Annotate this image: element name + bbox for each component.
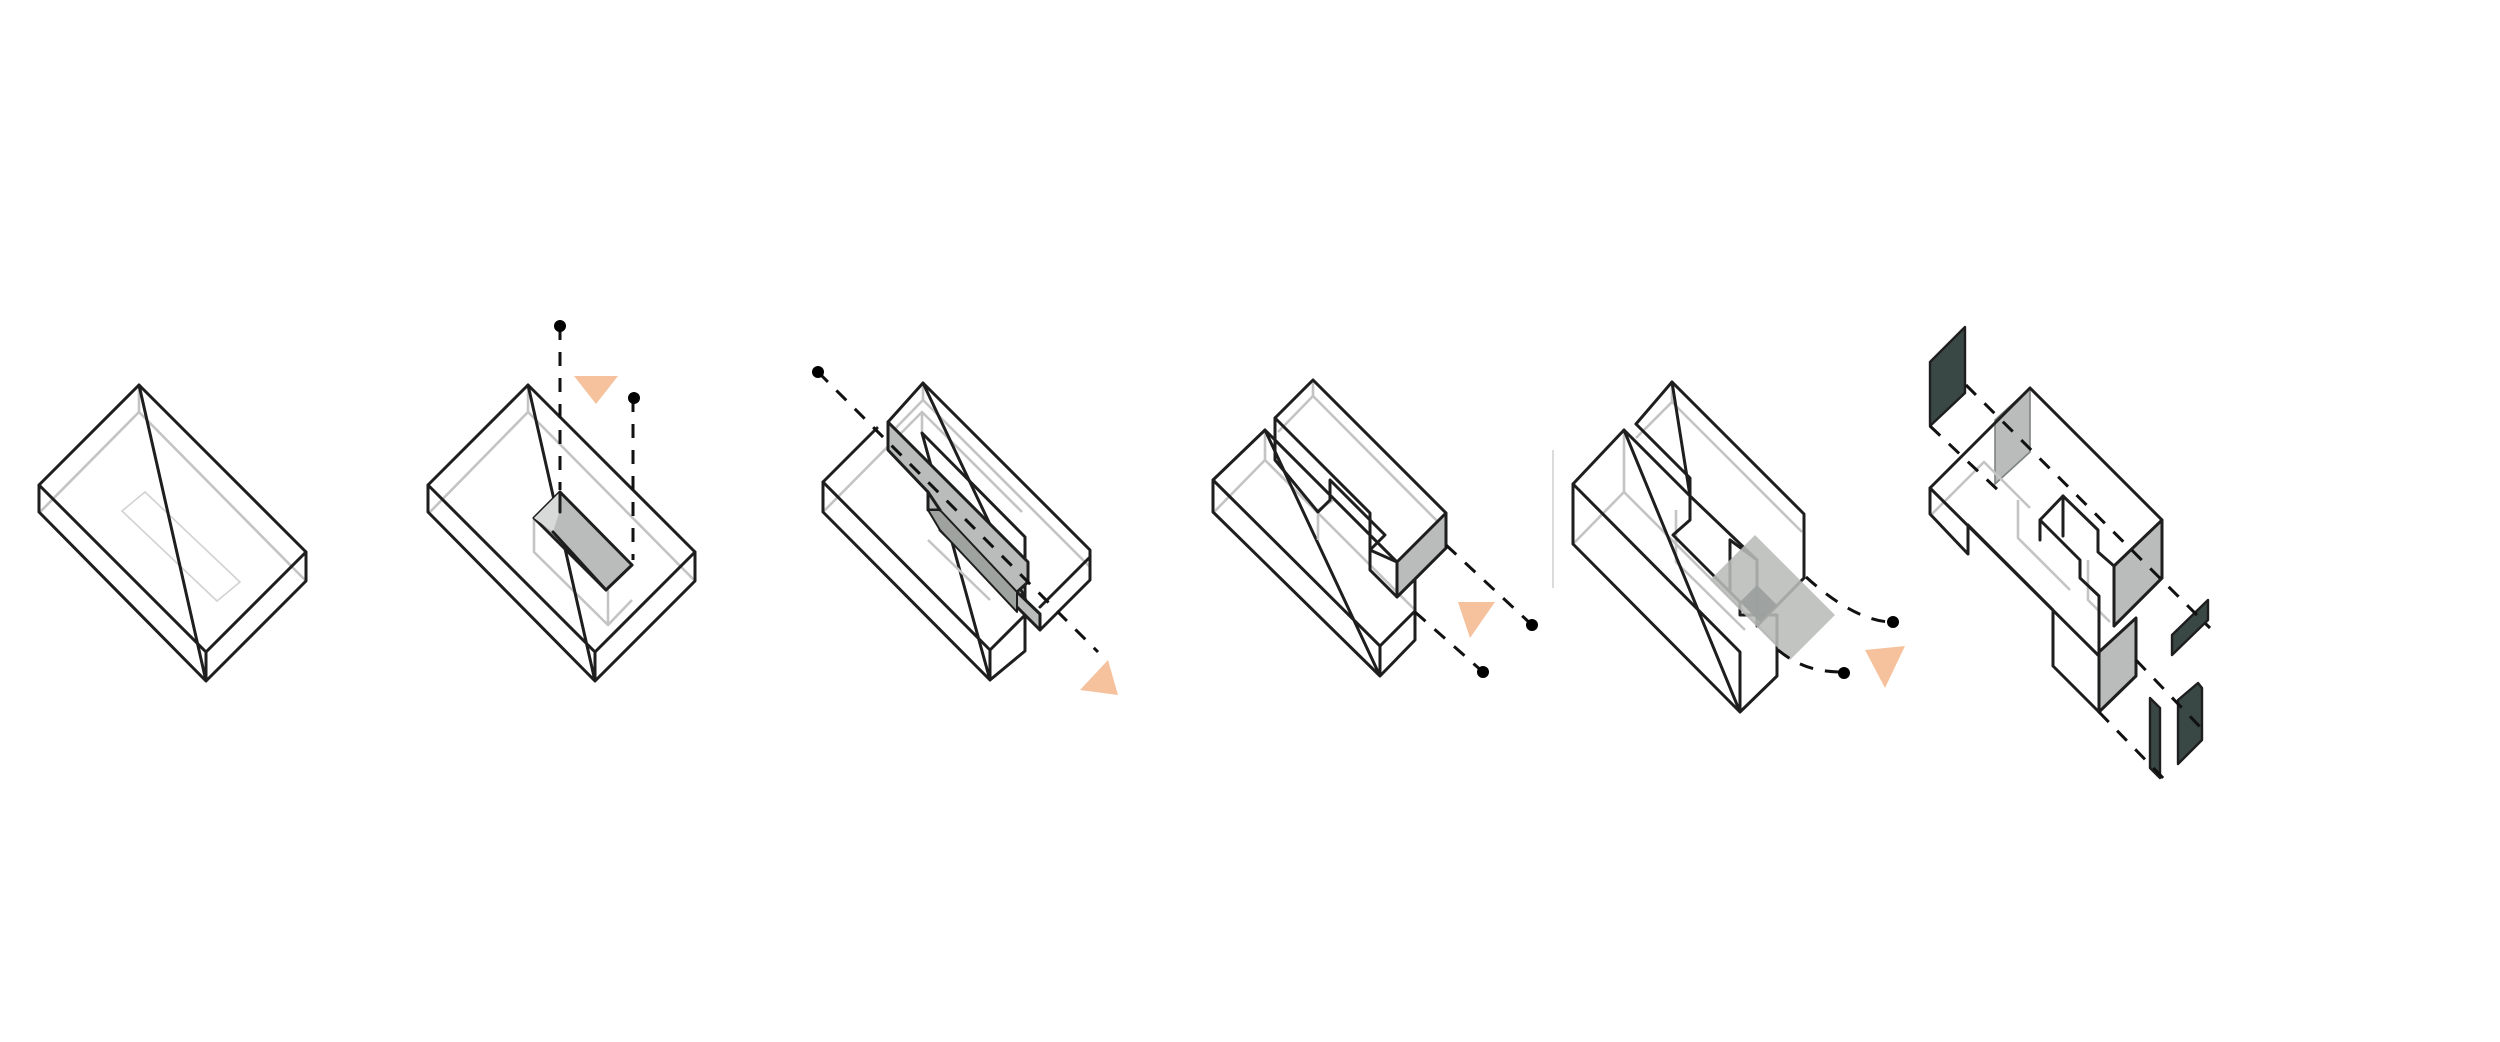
facade-panel-right — [2170, 598, 2210, 657]
down-arrow-icon — [574, 376, 618, 404]
facade-panel-low — [2148, 696, 2162, 780]
facade-panel-top-left — [1928, 325, 1967, 428]
step-3-diagonal-slide — [812, 366, 1118, 695]
diagonal-arrow-icon — [1080, 660, 1118, 695]
step-6-exploded-panels — [1928, 325, 2212, 782]
step-2-core-extraction — [426, 320, 697, 683]
step-4-u-shape-shift — [1211, 378, 1538, 678]
down-arrow-icon — [1865, 646, 1905, 688]
step-1-plain-box — [37, 383, 308, 683]
step-5-court-shift — [1552, 380, 1905, 714]
down-arrow-icon — [1458, 602, 1495, 638]
facade-panel-low-right — [2176, 681, 2204, 766]
